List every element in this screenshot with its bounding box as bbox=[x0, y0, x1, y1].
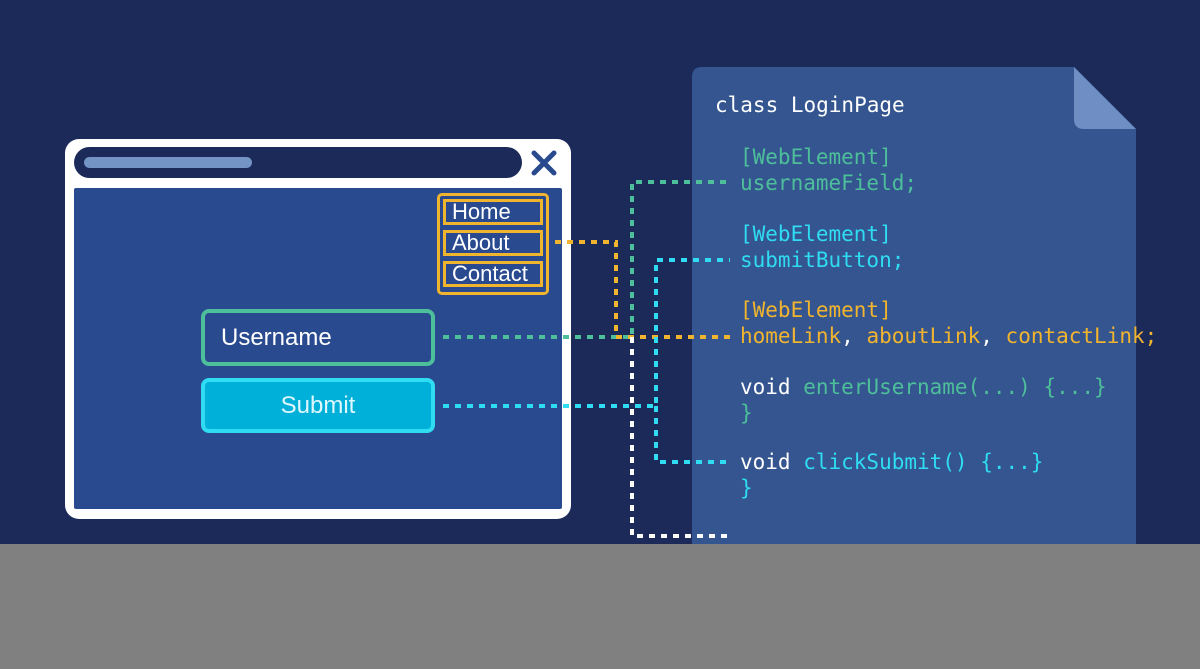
webelement-attribute: [WebElement] bbox=[740, 298, 892, 322]
webelement-attribute: [WebElement] bbox=[740, 145, 892, 169]
method-name: enterUsername(...) bbox=[803, 375, 1031, 399]
separator: , bbox=[980, 324, 1006, 348]
submit-button-declaration: submitButton; bbox=[740, 248, 905, 272]
submit-button[interactable]: Submit bbox=[201, 378, 435, 433]
nav-link-about[interactable]: About bbox=[443, 230, 543, 256]
nav-menu: Home About Contact bbox=[437, 193, 549, 295]
separator: , bbox=[841, 324, 867, 348]
void-keyword: void bbox=[740, 375, 804, 399]
document-folded-corner bbox=[1074, 67, 1136, 129]
nav-link-home[interactable]: Home bbox=[443, 199, 543, 225]
enter-username-method: void enterUsername(...) {...} bbox=[740, 375, 1107, 400]
connector-hidden-method bbox=[630, 337, 730, 538]
links-declaration: homeLink, aboutLink, contactLink; bbox=[740, 324, 1157, 349]
close-icon[interactable] bbox=[530, 149, 558, 177]
address-bar-fill bbox=[84, 157, 252, 168]
closing-brace: } bbox=[740, 476, 753, 500]
document-page bbox=[692, 67, 1136, 547]
connector-links bbox=[555, 240, 730, 339]
about-link-field: aboutLink bbox=[866, 324, 981, 348]
username-field[interactable]: Username bbox=[201, 309, 435, 366]
connector-submit-method bbox=[654, 406, 730, 464]
contact-link-field: contactLink; bbox=[1005, 324, 1158, 348]
class-declaration: class LoginPage bbox=[715, 93, 905, 117]
webelement-attribute: [WebElement] bbox=[740, 222, 892, 246]
connector-submit-field bbox=[443, 258, 730, 408]
method-body: {...} bbox=[967, 450, 1044, 474]
click-submit-method: void clickSubmit() {...} bbox=[740, 450, 1043, 475]
nav-link-contact[interactable]: Contact bbox=[443, 261, 543, 287]
home-link-field: homeLink bbox=[740, 324, 842, 348]
gray-bottom-band bbox=[0, 544, 1200, 669]
closing-brace: } bbox=[740, 401, 753, 425]
code-document bbox=[692, 67, 1136, 547]
connector-username bbox=[443, 180, 730, 339]
void-keyword: void bbox=[740, 450, 804, 474]
method-name: clickSubmit() bbox=[803, 450, 968, 474]
method-body: {...} bbox=[1030, 375, 1107, 399]
browser-viewport bbox=[74, 188, 562, 509]
username-field-declaration: usernameField; bbox=[740, 171, 918, 195]
